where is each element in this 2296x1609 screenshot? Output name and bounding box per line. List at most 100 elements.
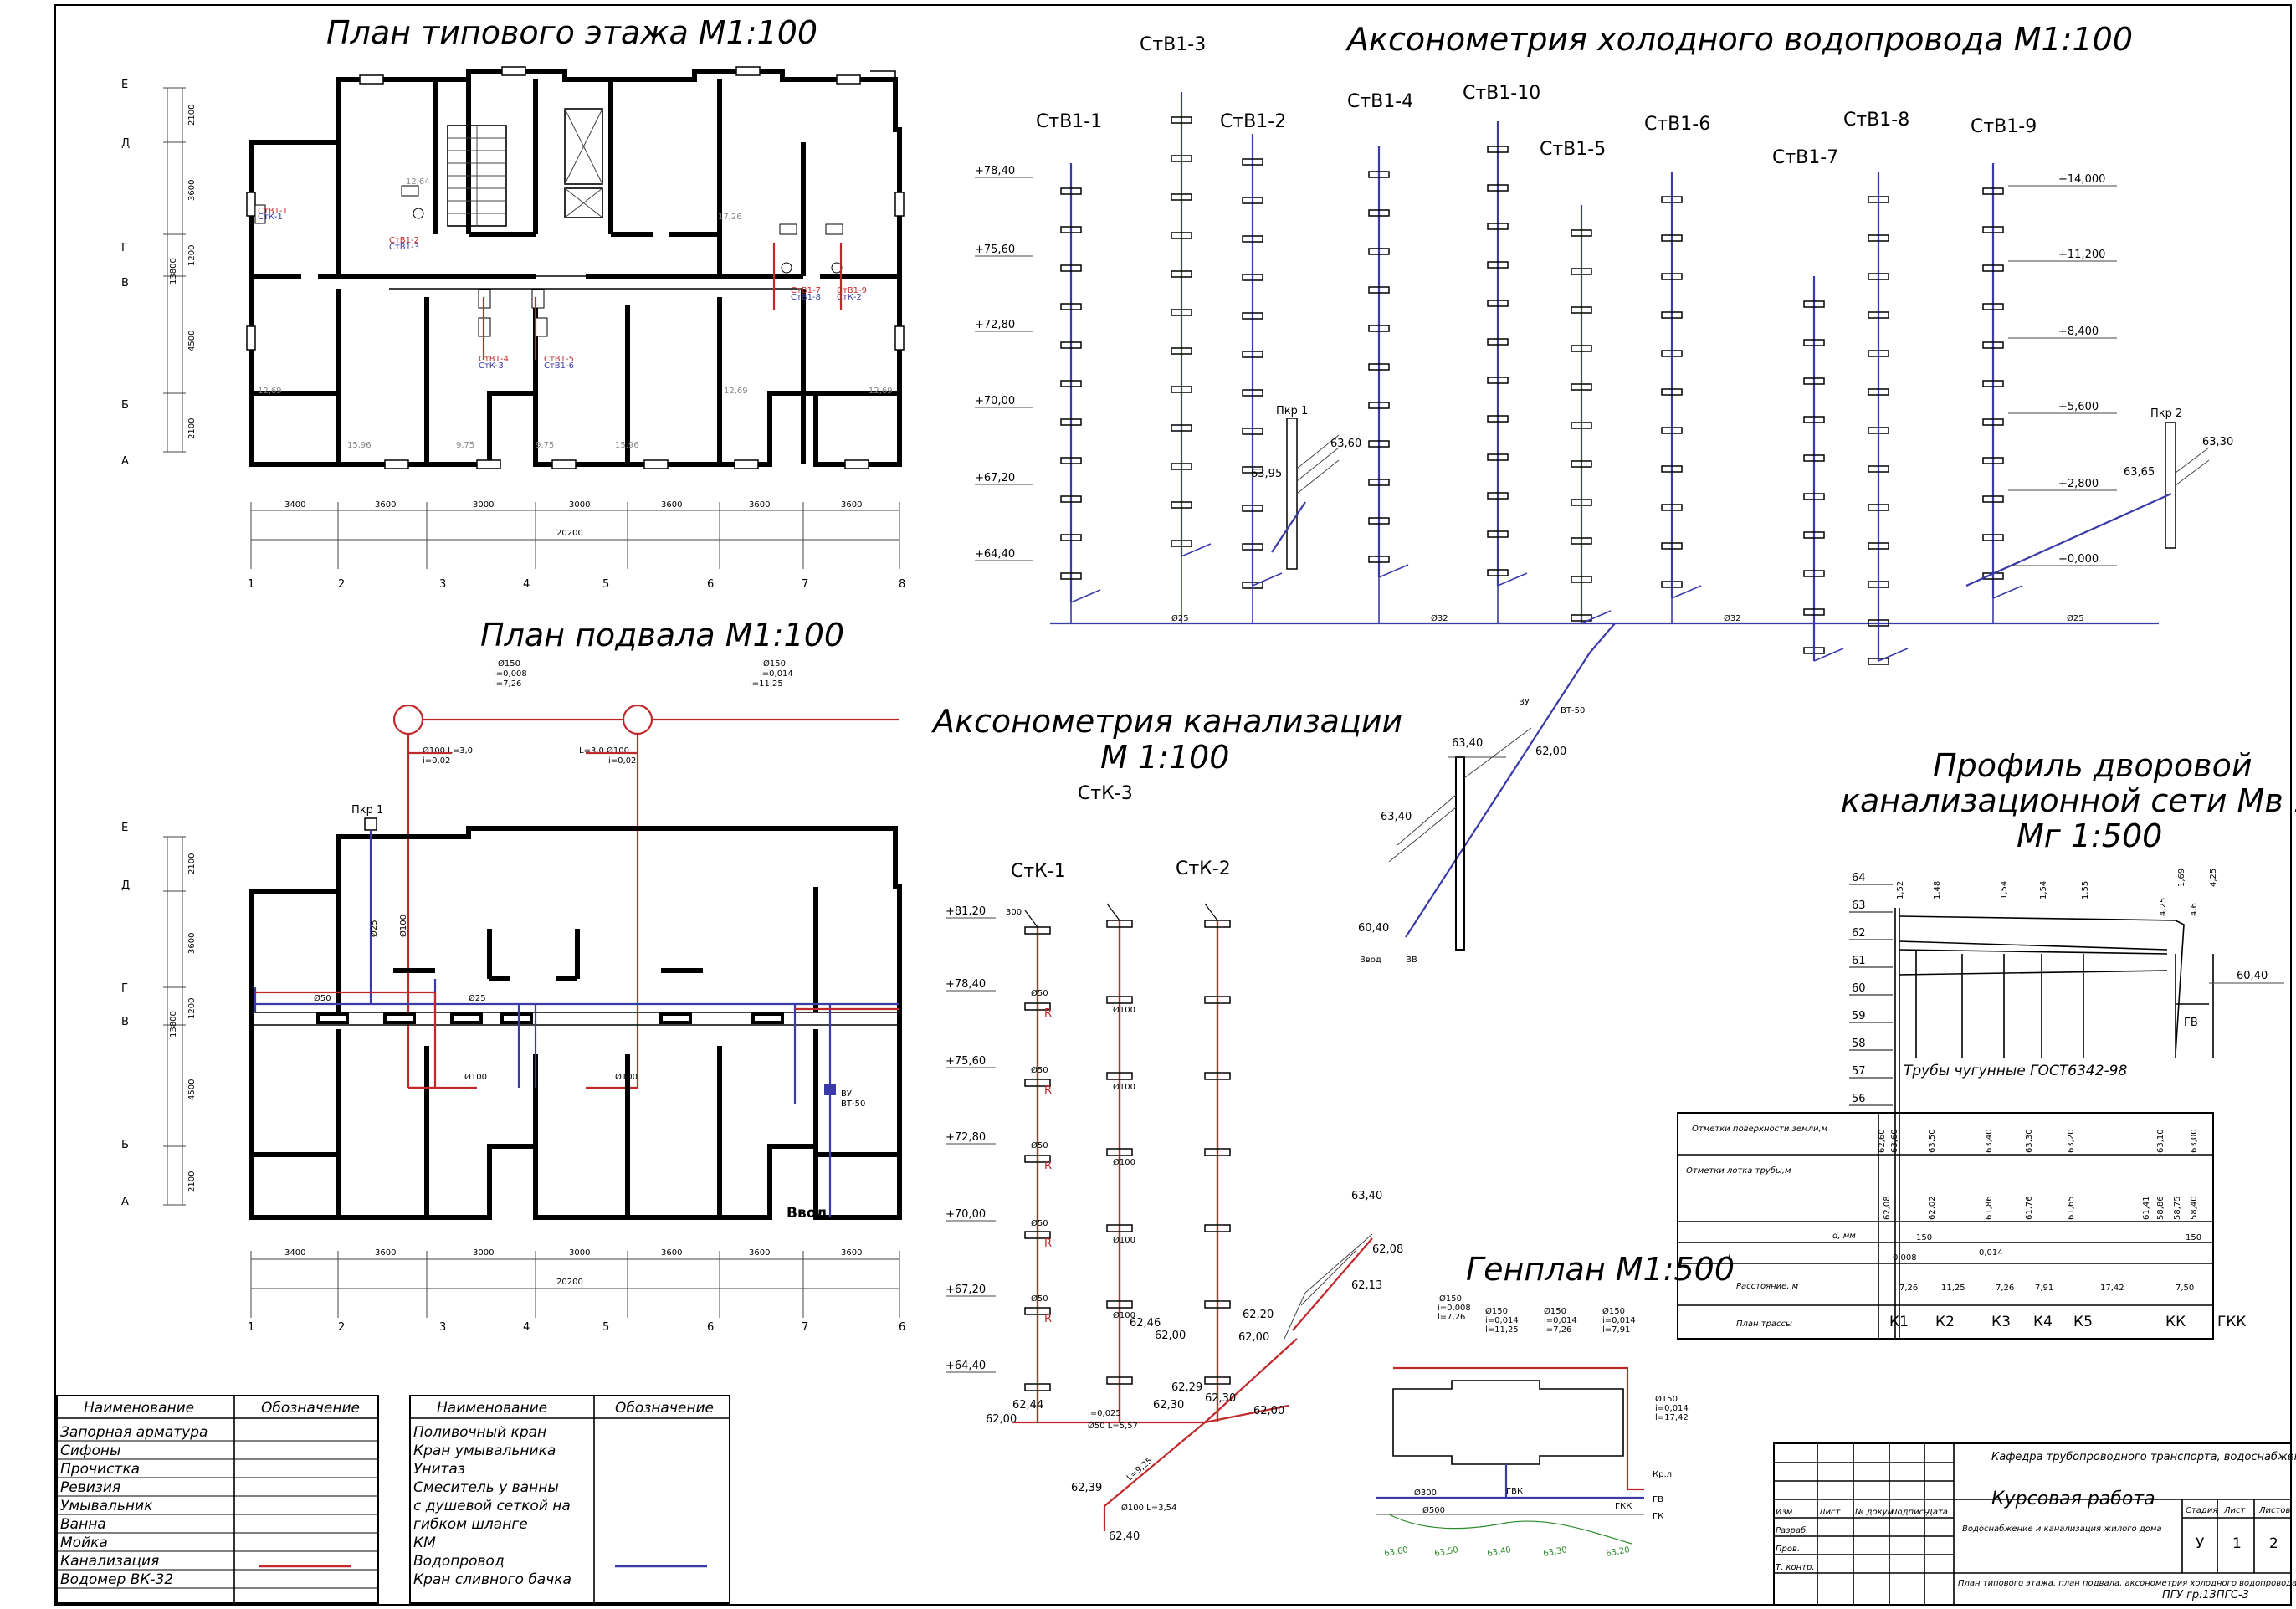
- svg-text:l=7,26: l=7,26: [1438, 1313, 1465, 1322]
- floor-slab-hatch: [1242, 351, 1263, 358]
- svg-text:l=7,26: l=7,26: [1544, 1325, 1571, 1335]
- svg-text:Генплан М1:500: Генплан М1:500: [1466, 1251, 1735, 1288]
- sewer-riser-size: Ø50: [1031, 1065, 1048, 1075]
- svg-text:Наименование: Наименование: [437, 1400, 547, 1417]
- sewer-floor-slab: [1106, 1224, 1133, 1232]
- svg-text:3400: 3400: [284, 500, 305, 510]
- legend-row-label: Ревизия: [60, 1479, 120, 1496]
- yard-pipe-notes: Ø150 i=0,008 l=7,26 Ø150 i=0,014 l=11,25…: [423, 658, 793, 766]
- svg-text:1,54: 1,54: [2000, 881, 2009, 899]
- svg-text:У: У: [2196, 1535, 2205, 1552]
- floor-slab-hatch: [1661, 350, 1683, 357]
- svg-text:3400: 3400: [284, 1248, 305, 1258]
- legend-row-label: Ванна: [60, 1516, 106, 1533]
- floor-slab-hatch: [1171, 463, 1192, 470]
- genplan-ground-elevs: 63,60 63,50 63,40 63,30 63,20: [1384, 1514, 1632, 1559]
- svg-text:СтВ1-2: СтВ1-2: [1220, 111, 1286, 132]
- floor-slab-hatch: [1487, 415, 1509, 423]
- basement-pipe-sizes: Ø50 Ø25 Ø100 Ø25 Ø100 Ø100: [314, 915, 638, 1082]
- svg-text:63,50: 63,50: [1928, 1129, 1937, 1153]
- floor-slab-hatch: [1868, 581, 1889, 588]
- floor-slab-hatch: [1060, 418, 1082, 426]
- svg-text:4,25: 4,25: [2159, 898, 2168, 916]
- svg-text:62,39: 62,39: [1071, 1482, 1102, 1494]
- svg-text:ВУ: ВУ: [1519, 698, 1530, 707]
- sewer-riser-size: Ø100: [1113, 1157, 1135, 1167]
- svg-text:i=0,014: i=0,014: [1544, 1316, 1577, 1325]
- profile-scale-label: 64: [1852, 872, 1866, 884]
- sewer-riser-labels: СтК-1 СтК-2 СтК-3: [1011, 783, 1231, 882]
- svg-text:63,30: 63,30: [2025, 1129, 2034, 1153]
- svg-text:3000: 3000: [569, 500, 590, 510]
- svg-text:4500: 4500: [187, 331, 197, 351]
- svg-text:+75,60: +75,60: [975, 243, 1015, 256]
- svg-text:l=11,25: l=11,25: [750, 679, 783, 689]
- basement-horizontal-dims: 3400 3600 3000 3000 3600 3600 3600 20200…: [248, 1248, 905, 1334]
- svg-text:Ø25: Ø25: [369, 920, 379, 937]
- floor-slab-hatch: [1868, 350, 1889, 357]
- profile-scale-label: 58: [1852, 1038, 1866, 1050]
- svg-text:4,6: 4,6: [2190, 903, 2199, 916]
- svg-text:20200: 20200: [556, 529, 583, 538]
- svg-text:62,00: 62,00: [1253, 1405, 1284, 1417]
- sewer-floor-slab: [1204, 1224, 1231, 1232]
- svg-text:0,008: 0,008: [1893, 1253, 1917, 1263]
- svg-text:ГВ: ГВ: [2184, 1017, 2198, 1029]
- svg-text:1,54: 1,54: [2039, 881, 2048, 899]
- svg-text:4: 4: [523, 578, 530, 591]
- floor-slab-hatch: [1982, 418, 2004, 426]
- svg-text:Б: Б: [121, 1139, 129, 1151]
- floor-slab-hatch: [1242, 543, 1263, 551]
- svg-text:СтВ1-6: СтВ1-6: [1644, 114, 1710, 135]
- sewer-floor-slab: [1024, 1155, 1051, 1163]
- svg-text:Ø150: Ø150: [1439, 1294, 1462, 1304]
- basement-vertical-dims: Е Д Г В Б А 2100 3600 1200 4500 2100 138…: [121, 822, 197, 1208]
- svg-text:62,00: 62,00: [1155, 1330, 1186, 1342]
- svg-text:150: 150: [2186, 1233, 2201, 1243]
- svg-text:Т. контр.: Т. контр.: [1776, 1563, 1815, 1572]
- floor-slab-hatch: [1661, 273, 1683, 280]
- floor-slab-hatch: [1060, 264, 1082, 272]
- svg-text:1: 1: [248, 1321, 254, 1334]
- water-riser-branch: [1671, 585, 1702, 599]
- svg-text:Отметки лотка трубы,м: Отметки лотка трубы,м: [1686, 1166, 1791, 1176]
- svg-text:Ø150: Ø150: [498, 658, 520, 669]
- floor-risers-red: [482, 243, 843, 360]
- svg-text:СтК-2: СтК-2: [1176, 858, 1231, 879]
- svg-text:63,10: 63,10: [2156, 1129, 2165, 1153]
- svg-text:СтВ1-9: СтВ1-9: [837, 286, 867, 295]
- profile-scale-label: 60: [1852, 982, 1866, 995]
- svg-text:13800: 13800: [169, 258, 178, 284]
- svg-text:7,91: 7,91: [2035, 1284, 2053, 1293]
- right-level-marks: +14,000 +11,200 +8,400 +5,600 +2,800 +0,…: [2008, 173, 2117, 566]
- floor-slab-hatch: [1982, 380, 2004, 387]
- svg-text:Трубы чугунные ГОСТ6342-98: Трубы чугунные ГОСТ6342-98: [1904, 1063, 2127, 1079]
- floor-slab-hatch: [1368, 479, 1390, 486]
- floor-slab-hatch: [1242, 505, 1263, 512]
- svg-text:i=0,025: i=0,025: [1088, 1409, 1121, 1418]
- svg-text:ВВ: ВВ: [1406, 956, 1417, 965]
- sewer-floor-slab: [1204, 1300, 1231, 1309]
- profile-scale-label: 59: [1852, 1010, 1866, 1022]
- svg-text:Ø50: Ø50: [314, 993, 331, 1003]
- svg-text:В: В: [121, 277, 129, 290]
- svg-text:Ø100 L=3,0: Ø100 L=3,0: [423, 746, 473, 756]
- well-k1: [392, 704, 424, 735]
- svg-text:7: 7: [802, 578, 808, 591]
- sewer-floor-slab: [1106, 1300, 1133, 1309]
- floor-slab-hatch: [1171, 347, 1192, 355]
- legend-row-label: Унитаз: [413, 1461, 465, 1478]
- svg-text:+64,40: +64,40: [975, 548, 1015, 561]
- floor-slab-hatch: [1803, 416, 1825, 423]
- floor-slab-hatch: [1571, 537, 1592, 545]
- floor-slab-hatch: [1982, 457, 2004, 464]
- floor-slab-hatch: [1171, 501, 1192, 509]
- svg-text:+8,400: +8,400: [2058, 325, 2099, 338]
- svg-text:61,86: 61,86: [1985, 1196, 1994, 1220]
- svg-text:ГВК: ГВК: [1506, 1487, 1523, 1496]
- floor-slab-hatch: [1571, 383, 1592, 391]
- svg-text:5: 5: [602, 1321, 609, 1334]
- svg-text:62,60: 62,60: [1878, 1129, 1887, 1153]
- well-k2: [622, 704, 653, 735]
- riser-labels: СтВ1-1 СтВ1-2 СтВ1-3 СтВ1-4 СтВ1-10 СтВ1…: [1036, 34, 2037, 168]
